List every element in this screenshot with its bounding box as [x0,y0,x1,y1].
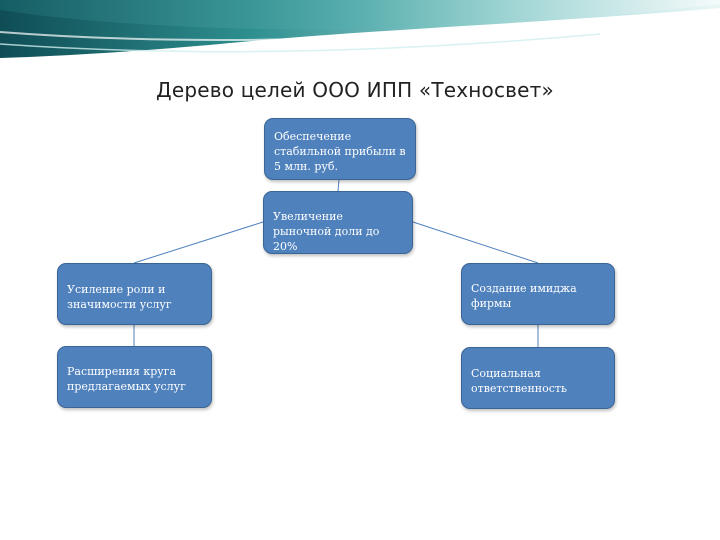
connector-share-image [412,221,539,264]
node-stable-profit: Обеспечение стабильной прибыли в 5 млн. … [264,118,416,180]
node-social-responsibility: Социальная ответственность [461,347,615,409]
connector-share-role [133,221,264,264]
node-market-share: Увеличение рыночной доли до 20% [263,191,413,254]
node-company-image: Создание имиджа фирмы [461,263,615,325]
header-decoration [0,0,720,58]
connector-goal-share [337,179,340,192]
slide-title: Дерево целей ООО ИПП «Техносвет» [156,78,554,102]
node-services-role: Усиление роли и значимости услуг [57,263,212,325]
node-services-range: Расширения круга предлагаемых услуг [57,346,212,408]
